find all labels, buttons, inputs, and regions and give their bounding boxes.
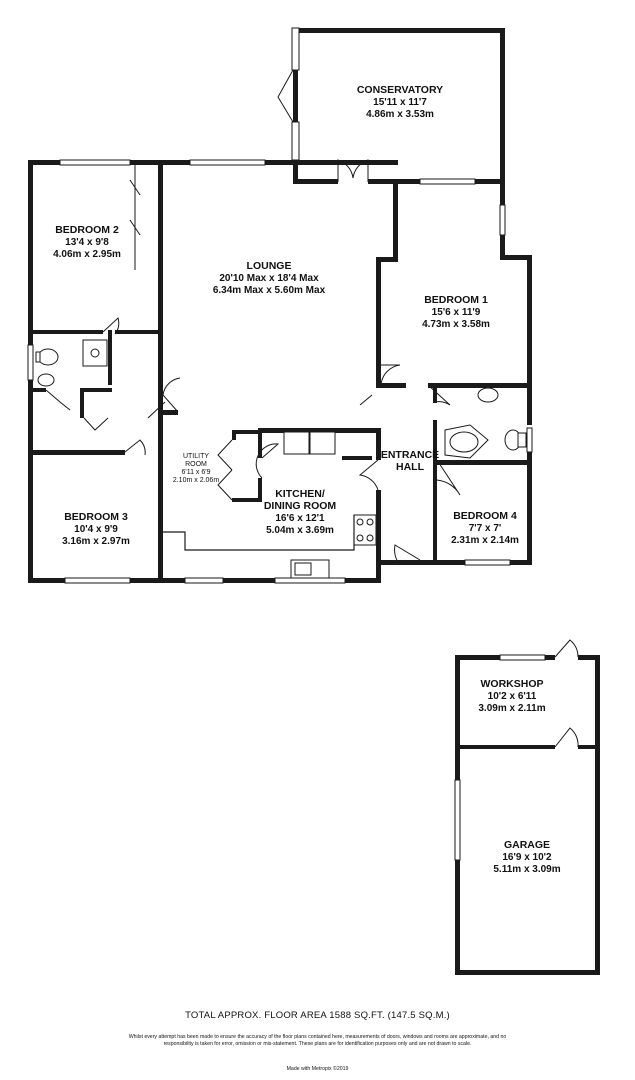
room-lounge: LOUNGE 20'10 Max x 18'4 Max 6.34m Max x … (213, 260, 326, 296)
room-dim-imperial: 7'7 x 7' (469, 523, 502, 534)
room-name: BEDROOM 1 (424, 294, 488, 306)
room-name-line2: ROOM (185, 461, 207, 468)
room-dim-metric: 5.11m x 3.09m (493, 864, 560, 875)
room-dim-metric: 3.09m x 2.11m (478, 703, 545, 714)
room-dim-metric: 4.86m x 3.53m (366, 109, 434, 120)
room-dim-metric: 6.34m Max x 5.60m Max (213, 285, 326, 296)
room-name-line2: HALL (396, 461, 425, 473)
made-with-credit: Made with Metropix ©2019 (286, 1066, 349, 1072)
room-bedroom-1: BEDROOM 1 15'6 x 11'9 4.73m x 3.58m (422, 294, 490, 330)
doors (45, 69, 461, 566)
room-name-line1: ENTRANCE (381, 449, 439, 461)
room-dim-imperial: 16'6 x 12'1 (275, 513, 325, 524)
room-name-line1: UTILITY (183, 453, 209, 460)
room-utility: UTILITY ROOM 6'11 x 6'9 2.10m x 2.06m (173, 453, 219, 484)
room-name: LOUNGE (247, 260, 292, 272)
room-dim-imperial: 15'6 x 11'9 (432, 307, 481, 318)
room-name-line1: KITCHEN/ (275, 488, 325, 500)
room-name-line2: DINING ROOM (264, 500, 337, 512)
room-entrance-hall: ENTRANCE HALL (381, 449, 439, 473)
room-dim-metric: 2.10m x 2.06m (173, 477, 219, 484)
room-dim-imperial: 13'4 x 9'8 (65, 237, 109, 248)
windows (27, 27, 533, 584)
garage-walls (454, 639, 600, 975)
room-dim-imperial: 10'2 x 6'11 (488, 691, 537, 702)
room-kitchen: KITCHEN/ DINING ROOM 16'6 x 12'1 5.04m x… (264, 488, 337, 536)
room-dim-imperial: 20'10 Max x 18'4 Max (219, 273, 319, 284)
fixtures (35, 339, 527, 579)
room-name: WORKSHOP (481, 678, 544, 690)
room-conservatory: CONSERVATORY 15'11 x 11'7 4.86m x 3.53m (357, 84, 443, 120)
room-workshop: WORKSHOP 10'2 x 6'11 3.09m x 2.11m (478, 678, 545, 714)
room-dim-metric: 3.16m x 2.97m (62, 536, 130, 547)
room-dim-imperial: 15'11 x 11'7 (373, 97, 427, 108)
room-bedroom-2: BEDROOM 2 13'4 x 9'8 4.06m x 2.95m (53, 224, 121, 260)
room-bedroom-3: BEDROOM 3 10'4 x 9'9 3.16m x 2.97m (62, 511, 130, 547)
room-dim-metric: 5.04m x 3.69m (266, 525, 334, 536)
room-name: CONSERVATORY (357, 84, 443, 96)
room-name: BEDROOM 4 (453, 510, 517, 522)
disclaimer-text: Whilst every attempt has been made to en… (128, 1034, 507, 1047)
room-dim-metric: 4.73m x 3.58m (422, 319, 490, 330)
total-floor-area: TOTAL APPROX. FLOOR AREA 1588 SQ.FT. (14… (185, 1010, 450, 1021)
room-dim-metric: 4.06m x 2.95m (53, 249, 121, 260)
room-dim-imperial: 16'9 x 10'2 (502, 852, 552, 863)
room-dim-imperial: 10'4 x 9'9 (74, 524, 118, 535)
room-name: GARAGE (504, 839, 550, 851)
room-bedroom-4: BEDROOM 4 7'7 x 7' 2.31m x 2.14m (451, 510, 519, 546)
room-garage: GARAGE 16'9 x 10'2 5.11m x 3.09m (493, 839, 560, 875)
room-dim-imperial: 6'11 x 6'9 (181, 469, 210, 476)
room-dim-metric: 2.31m x 2.14m (451, 535, 519, 546)
room-name: BEDROOM 3 (64, 511, 128, 523)
room-name: BEDROOM 2 (55, 224, 119, 236)
